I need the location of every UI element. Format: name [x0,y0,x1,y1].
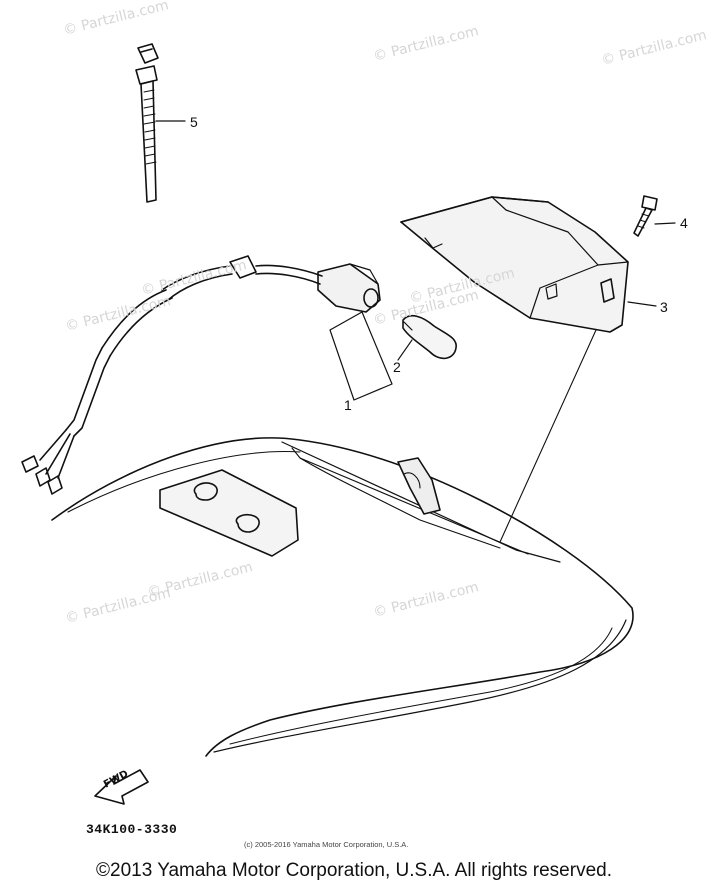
callout-3: 3 [660,299,668,315]
bulb-part-2 [397,314,457,361]
socket-cord-part-1 [21,255,393,495]
forward-arrow-icon [94,769,149,805]
callout-labels: 5 4 3 2 1 [190,114,688,413]
small-copyright: (c) 2005-2016 Yamaha Motor Corporation, … [244,840,409,849]
lens-housing-part-3 [400,196,657,333]
callout-1: 1 [344,397,352,413]
diagram-part-code: 34K100-3330 [86,822,178,837]
footer-copyright: ©2013 Yamaha Motor Corporation, U.S.A. A… [96,860,612,881]
screw-part-4 [633,195,676,237]
cable-tie-part-5 [135,43,186,203]
callout-5: 5 [190,114,198,130]
callout-4: 4 [680,215,688,231]
callout-2: 2 [393,359,401,375]
rear-fender [51,329,634,757]
